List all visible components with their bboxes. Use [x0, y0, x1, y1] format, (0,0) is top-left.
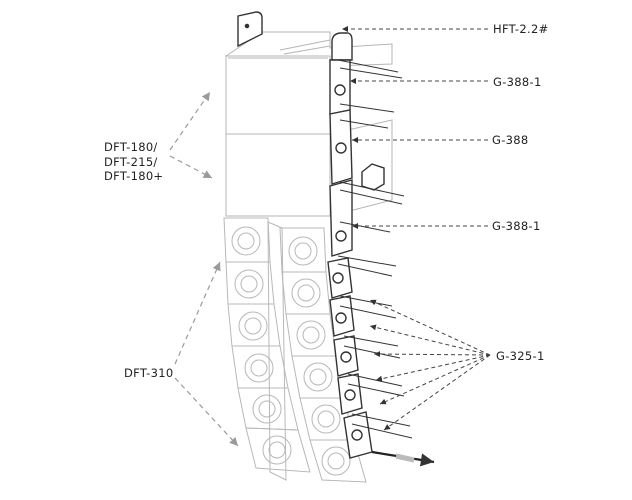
upper-cabinets [225, 31, 393, 217]
model-leaders [169, 91, 239, 447]
leader-lines [342, 26, 491, 431]
side-rigging-plates [327, 32, 385, 459]
rigging-pins [337, 59, 413, 439]
label-g325-1: G-325-1 [496, 349, 545, 363]
label-model-2: DFT-215/ [104, 154, 158, 169]
label-model-1: DFT-180/ [104, 140, 158, 154]
label-model-3: DFT-180+ [104, 169, 164, 183]
label-upper-models: DFT-180/ DFT-215/ DFT-180+ [104, 140, 163, 184]
lower-array [223, 217, 367, 483]
top-bracket-left [237, 11, 263, 48]
label-hft-bracket: HFT-2.2# [493, 22, 549, 36]
label-g388-1-lower: G-388-1 [492, 219, 541, 233]
label-g388: G-388 [492, 133, 529, 147]
label-g388-1-upper: G-388-1 [493, 75, 542, 89]
assembly-arrows [371, 450, 435, 467]
label-dft310: DFT-310 [124, 366, 174, 380]
